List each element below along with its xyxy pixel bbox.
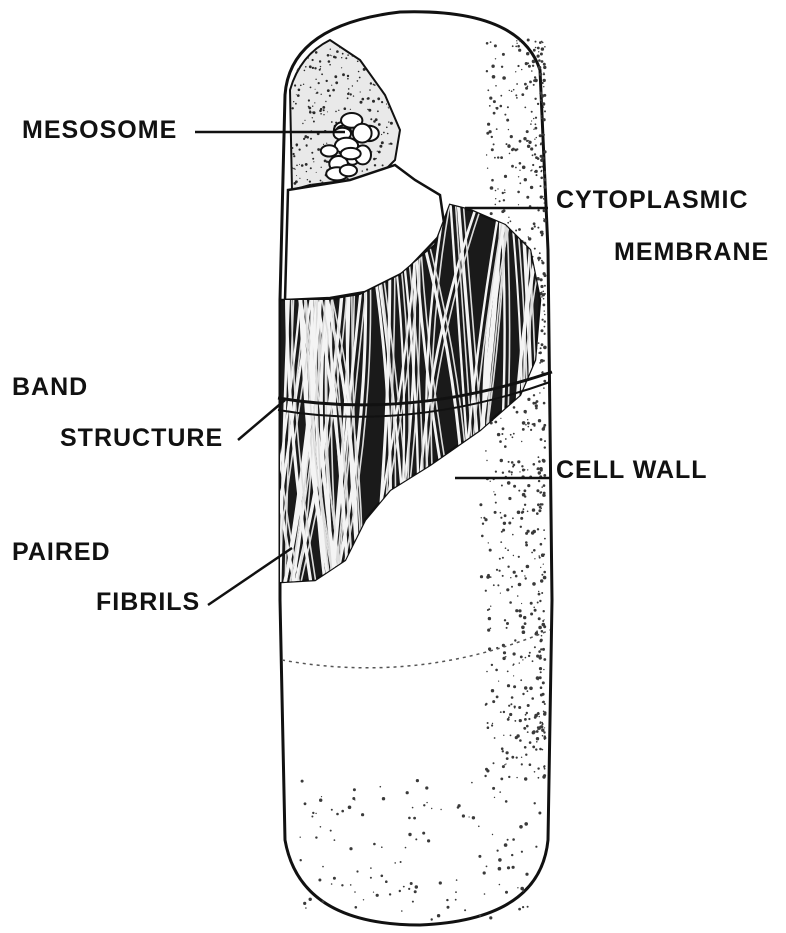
band-leader <box>238 400 285 440</box>
label-paired: PAIRED <box>12 540 111 565</box>
label-membrane: MEMBRANE <box>614 240 769 265</box>
label-structure: STRUCTURE <box>60 426 223 451</box>
label-mesosome: MESOSOME <box>22 118 177 143</box>
label-cell-wall: CELL WALL <box>556 458 708 483</box>
label-band: BAND <box>12 375 88 400</box>
label-cytoplasmic: CYTOPLASMIC <box>556 188 749 213</box>
label-fibrils: FIBRILS <box>96 590 200 615</box>
